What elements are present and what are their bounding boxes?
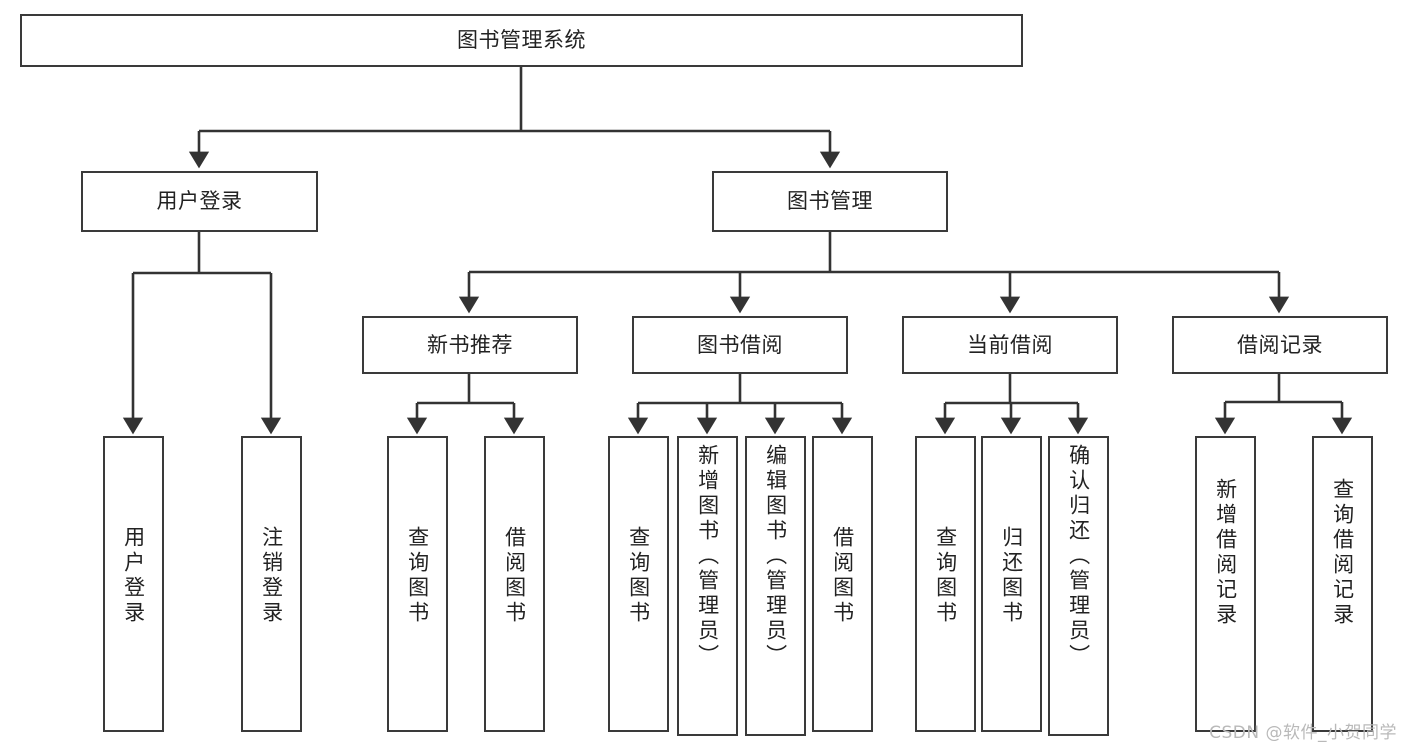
- node-leaf-borrow-book-2[interactable]: 借阅图书: [812, 436, 873, 732]
- node-leaf-add-record[interactable]: 新增借阅记录: [1195, 436, 1256, 732]
- node-leaf-confirm-return-label: 确认归还（管理员）: [1066, 444, 1091, 669]
- node-new-book-recommend-label: 新书推荐: [427, 332, 513, 357]
- node-leaf-confirm-return[interactable]: 确认归还（管理员）: [1048, 436, 1109, 736]
- node-leaf-logout-label: 注销登录: [259, 526, 284, 626]
- node-leaf-user-login[interactable]: 用户登录: [103, 436, 164, 732]
- node-leaf-return-book-label: 归还图书: [999, 526, 1024, 626]
- node-leaf-add-book-label: 新增图书（管理员）: [695, 444, 720, 669]
- node-root-label: 图书管理系统: [457, 28, 586, 53]
- node-leaf-query-record-label: 查询借阅记录: [1330, 478, 1355, 628]
- node-book-manage[interactable]: 图书管理: [712, 171, 948, 232]
- node-book-borrow-label: 图书借阅: [697, 332, 783, 357]
- node-borrow-record-label: 借阅记录: [1237, 332, 1323, 357]
- node-leaf-add-record-label: 新增借阅记录: [1213, 478, 1238, 628]
- node-leaf-edit-book[interactable]: 编辑图书（管理员）: [745, 436, 806, 736]
- node-new-book-recommend[interactable]: 新书推荐: [362, 316, 578, 374]
- node-leaf-query-book-3-label: 查询图书: [933, 526, 958, 626]
- node-current-borrow[interactable]: 当前借阅: [902, 316, 1118, 374]
- node-user-login-label: 用户登录: [156, 189, 243, 214]
- node-book-manage-label: 图书管理: [787, 189, 873, 214]
- node-borrow-record[interactable]: 借阅记录: [1172, 316, 1388, 374]
- node-leaf-return-book[interactable]: 归还图书: [981, 436, 1042, 732]
- node-leaf-query-book-1-label: 查询图书: [405, 526, 430, 626]
- node-leaf-borrow-book-1-label: 借阅图书: [502, 526, 527, 626]
- node-user-login[interactable]: 用户登录: [81, 171, 318, 232]
- node-leaf-query-record[interactable]: 查询借阅记录: [1312, 436, 1373, 732]
- csdn-watermark: CSDN @软件_小贺同学: [1209, 723, 1397, 743]
- node-leaf-query-book-3[interactable]: 查询图书: [915, 436, 976, 732]
- node-leaf-query-book-2-label: 查询图书: [626, 526, 651, 626]
- node-leaf-logout[interactable]: 注销登录: [241, 436, 302, 732]
- node-leaf-borrow-book-1[interactable]: 借阅图书: [484, 436, 545, 732]
- node-book-borrow[interactable]: 图书借阅: [632, 316, 848, 374]
- node-leaf-add-book[interactable]: 新增图书（管理员）: [677, 436, 738, 736]
- node-leaf-edit-book-label: 编辑图书（管理员）: [763, 444, 788, 669]
- node-current-borrow-label: 当前借阅: [967, 332, 1053, 357]
- node-leaf-borrow-book-2-label: 借阅图书: [830, 526, 855, 626]
- node-leaf-query-book-2[interactable]: 查询图书: [608, 436, 669, 732]
- node-leaf-user-login-label: 用户登录: [121, 526, 146, 626]
- node-leaf-query-book-1[interactable]: 查询图书: [387, 436, 448, 732]
- node-root[interactable]: 图书管理系统: [20, 14, 1023, 67]
